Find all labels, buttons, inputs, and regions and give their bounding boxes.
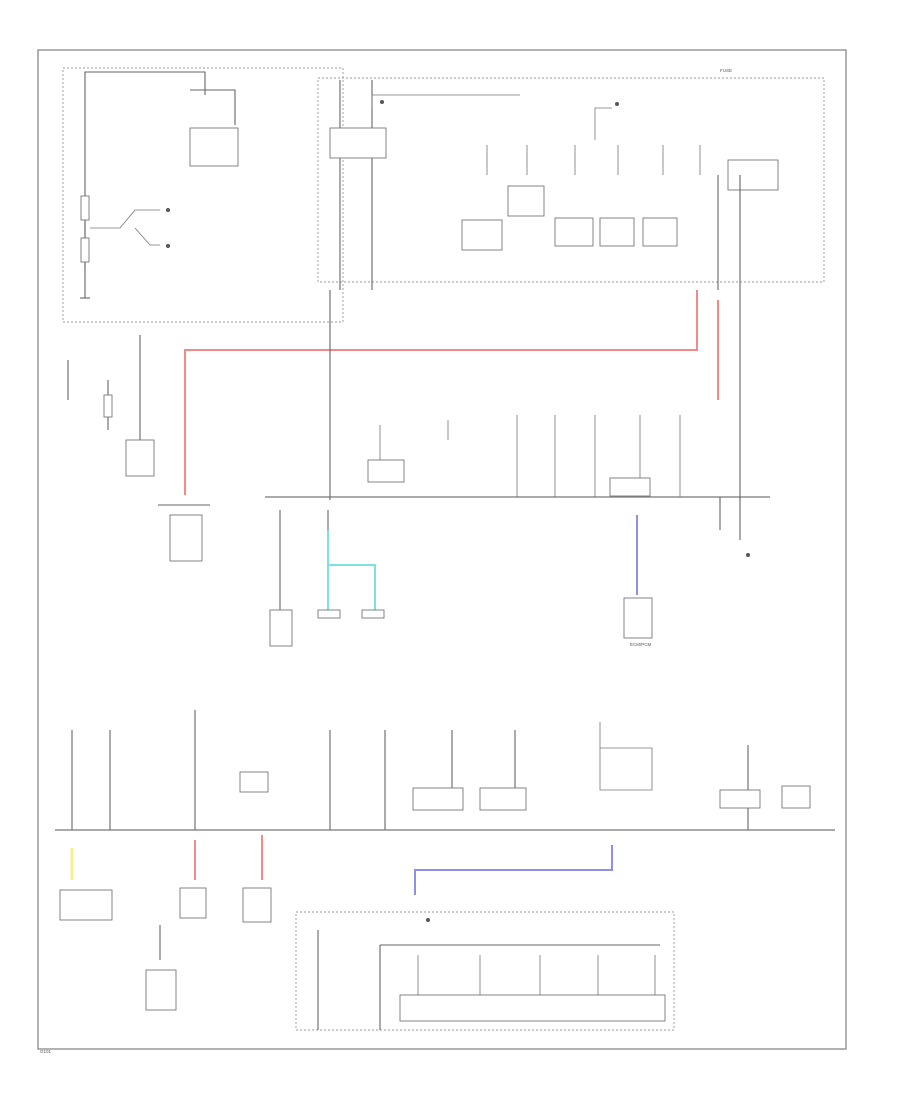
bottom-fuse-row [295,911,675,1031]
relay-c [554,217,594,247]
load-1 [269,609,293,647]
fuse-label: FUSE [720,68,732,73]
lower-relay-1 [412,787,464,811]
lower-fuse-section [55,710,835,831]
sensor-box [125,439,155,477]
blue-wire-lower [414,845,613,895]
relay-e [642,217,678,247]
cooling-fan-relay [169,514,203,562]
diagram-frame [37,49,847,1050]
relay-f [727,159,779,191]
relay-a [461,219,503,251]
starter [189,127,239,167]
ground-label: G101 [40,1049,52,1054]
fuse-box-top [317,77,825,283]
lower-load [145,969,177,1011]
relay-d [599,217,635,247]
ecu-label: ECM/PCM [630,642,652,647]
left-sensor-group [67,335,210,562]
under-hood-fuse-relay-box [317,77,825,290]
middle-bus [265,415,770,647]
blue-load [623,597,653,639]
lower-relay-2 [479,787,527,811]
lower-left-relay [59,889,113,921]
battery-starter-circuit [62,67,344,323]
battery-box [62,67,344,323]
relay-b [507,185,545,217]
red-feed-wire [184,290,698,495]
main-relay [329,127,387,159]
